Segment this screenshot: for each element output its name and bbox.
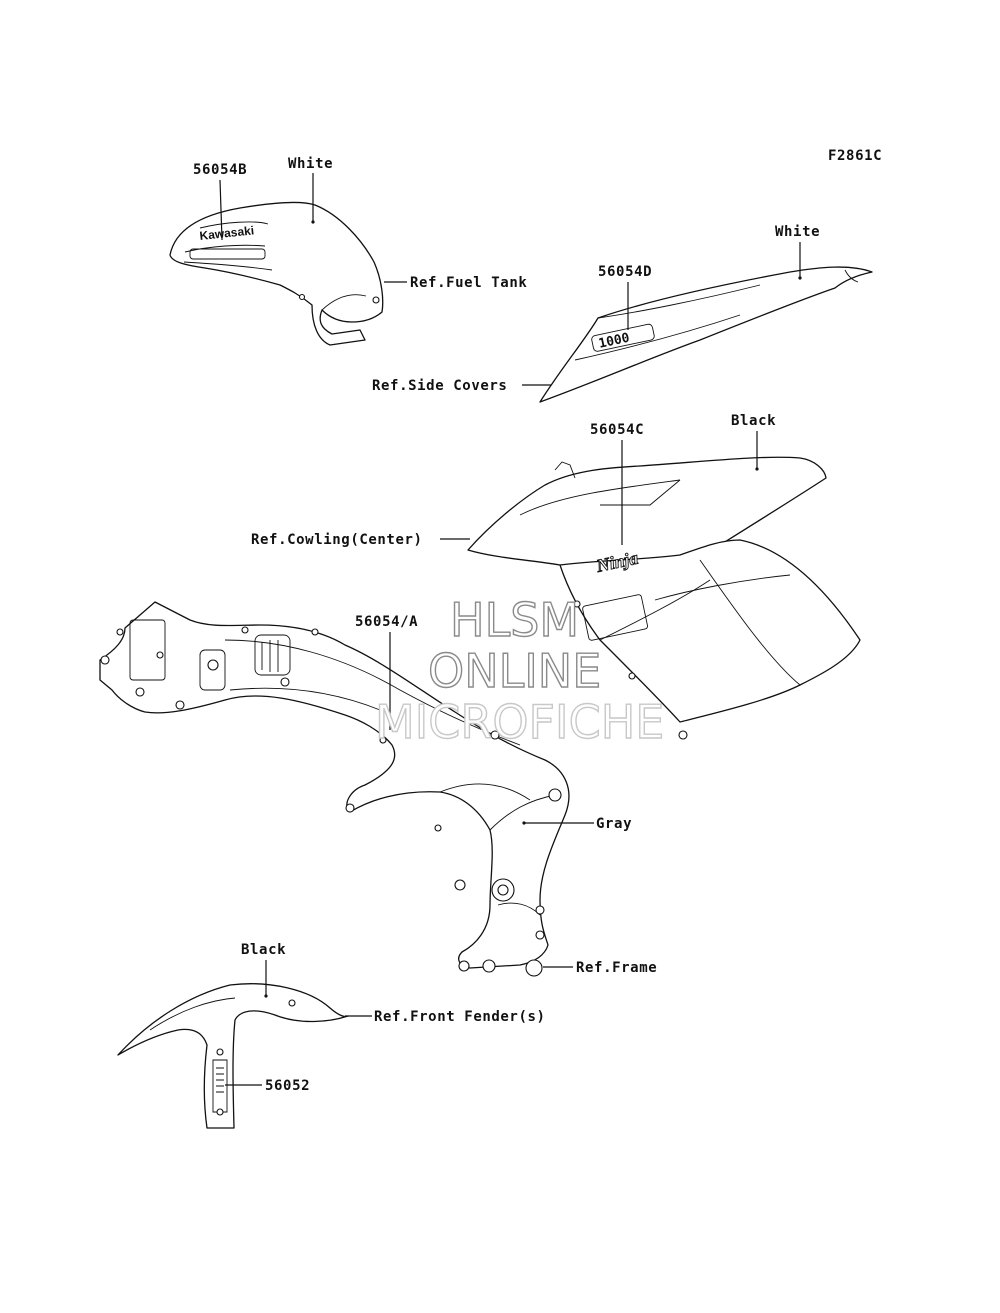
tank-part-leader bbox=[219, 179, 223, 241]
watermark-line-1: HLSM bbox=[450, 593, 579, 647]
tank-color-label: White bbox=[288, 156, 333, 172]
frame-ref[interactable]: Ref.Frame bbox=[576, 960, 657, 976]
side-part-number[interactable]: 56054D bbox=[598, 264, 652, 280]
fender-part-number[interactable]: 56052 bbox=[265, 1078, 310, 1094]
kawasaki-logo: Kawasaki bbox=[199, 223, 255, 243]
fuel-tank: Kawasaki bbox=[169, 201, 384, 346]
side-color-label: White bbox=[775, 224, 820, 240]
frame-part-number[interactable]: 56054/A bbox=[355, 614, 418, 630]
watermark-line-2: ONLINE bbox=[428, 644, 601, 698]
cowling-center-ref[interactable]: Ref.Cowling(Center) bbox=[251, 532, 423, 548]
center-cowling: Ninja bbox=[467, 456, 861, 740]
watermark: HLSM ONLINE MICROFICHE bbox=[374, 592, 665, 749]
cowl-part-number[interactable]: 56054C bbox=[590, 422, 644, 438]
frame bbox=[99, 601, 570, 977]
fender-color-label: Black bbox=[241, 942, 286, 958]
fuel-tank-ref[interactable]: Ref.Fuel Tank bbox=[410, 275, 527, 291]
side-cover: 1000 bbox=[539, 266, 873, 403]
side-covers-ref[interactable]: Ref.Side Covers bbox=[372, 378, 507, 394]
cowl-color-label: Black bbox=[731, 413, 776, 429]
front-fender-ref[interactable]: Ref.Front Fender(s) bbox=[374, 1009, 546, 1025]
figure-code: F2861C bbox=[828, 148, 882, 164]
tank-part-number[interactable]: 56054B bbox=[193, 162, 247, 178]
side-cover-badge: 1000 bbox=[597, 331, 631, 352]
frame-color-label: Gray bbox=[596, 816, 632, 832]
front-fender bbox=[117, 983, 349, 1129]
watermark-line-3: MICROFICHE bbox=[375, 695, 664, 749]
